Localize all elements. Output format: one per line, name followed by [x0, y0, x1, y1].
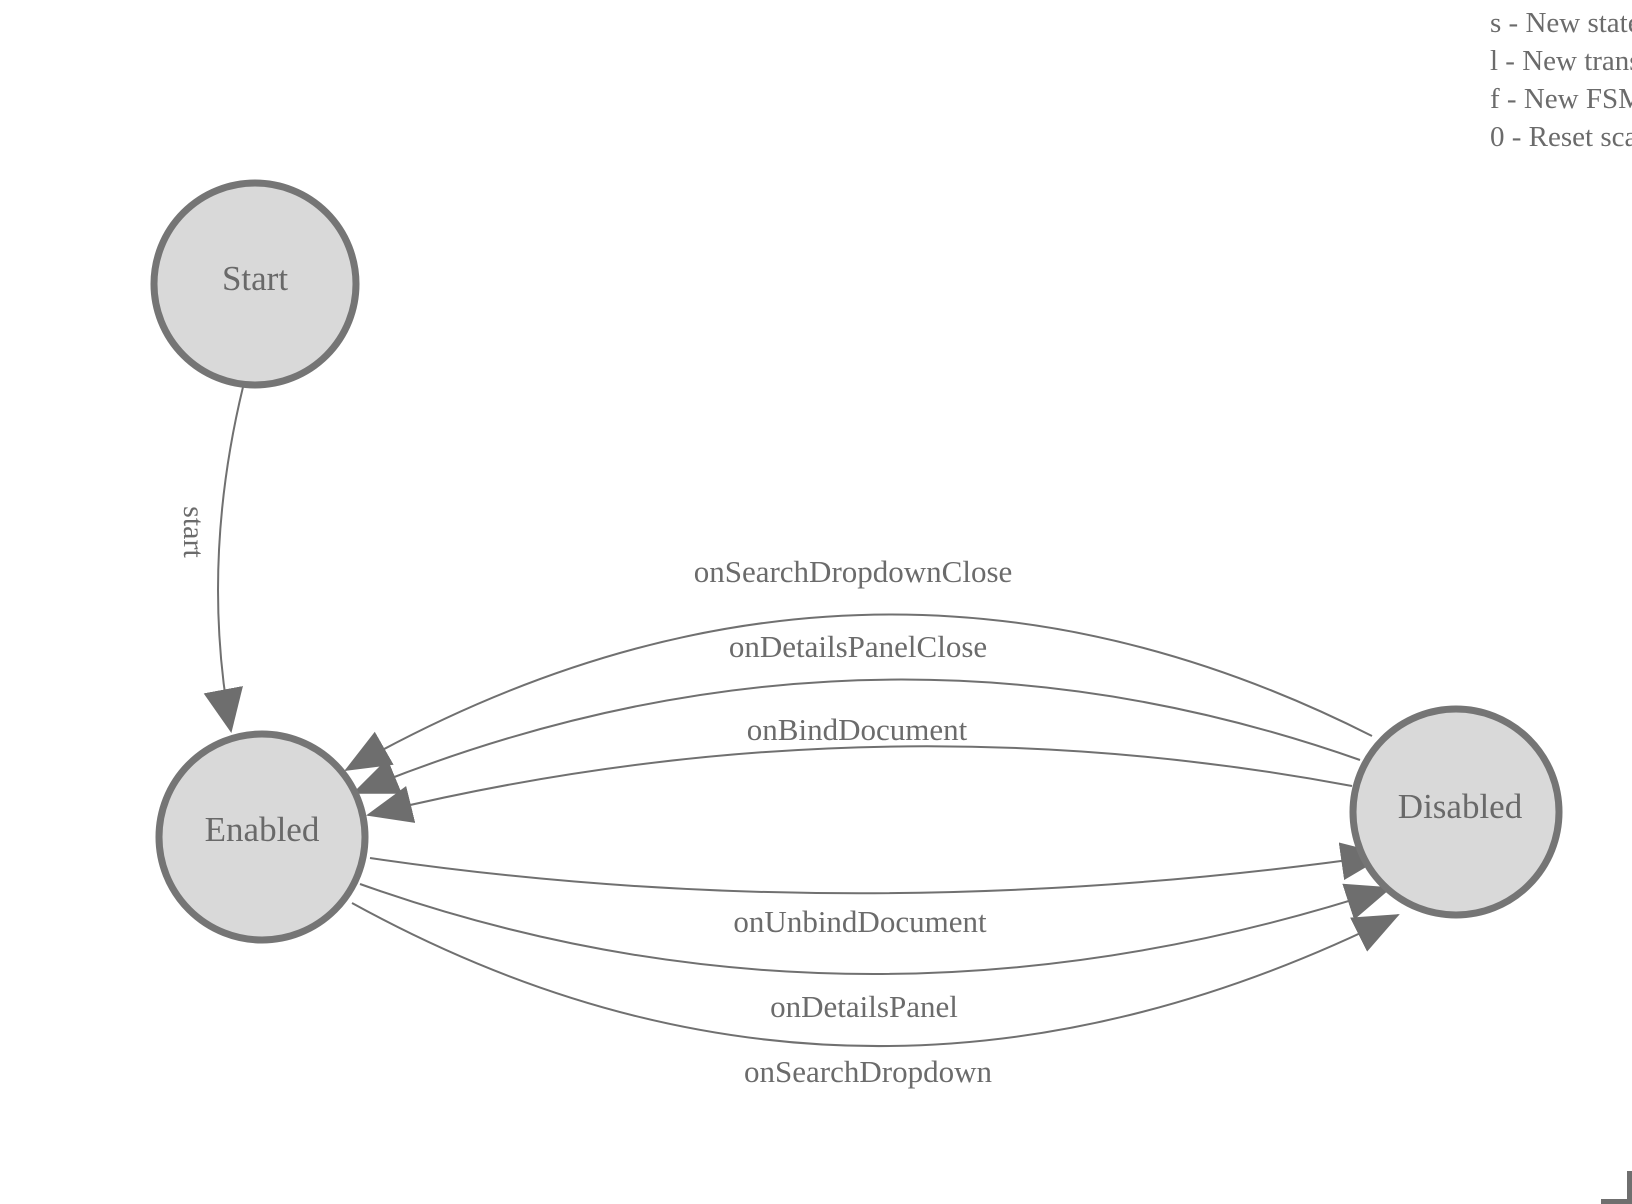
- edge-on-unbind-document[interactable]: [369, 842, 1387, 895]
- edge-start[interactable]: [203, 386, 244, 733]
- legend-item-new-fsm: f - New FSM: [1490, 83, 1632, 115]
- legend-item-new-state: s - New state: [1490, 7, 1632, 39]
- state-node-disabled[interactable]: [1349, 705, 1563, 919]
- edge-on-search-dropdown-close[interactable]: [344, 613, 1373, 771]
- edge-on-search-dropdown[interactable]: [351, 902, 1400, 1047]
- edge-on-bind-document[interactable]: [366, 745, 1353, 823]
- hotkey-legend: s - New state l - New transition f - New…: [1490, 4, 1632, 156]
- legend-item-new-transition: l - New transition: [1490, 45, 1632, 77]
- edge-on-details-panel-close[interactable]: [352, 678, 1361, 794]
- corner-frame: [1601, 1171, 1632, 1204]
- edge-on-details-panel[interactable]: [359, 883, 1392, 975]
- state-node-enabled[interactable]: [155, 730, 369, 944]
- legend-item-reset-scale: 0 - Reset scale: [1490, 121, 1632, 153]
- state-node-start[interactable]: [150, 179, 360, 389]
